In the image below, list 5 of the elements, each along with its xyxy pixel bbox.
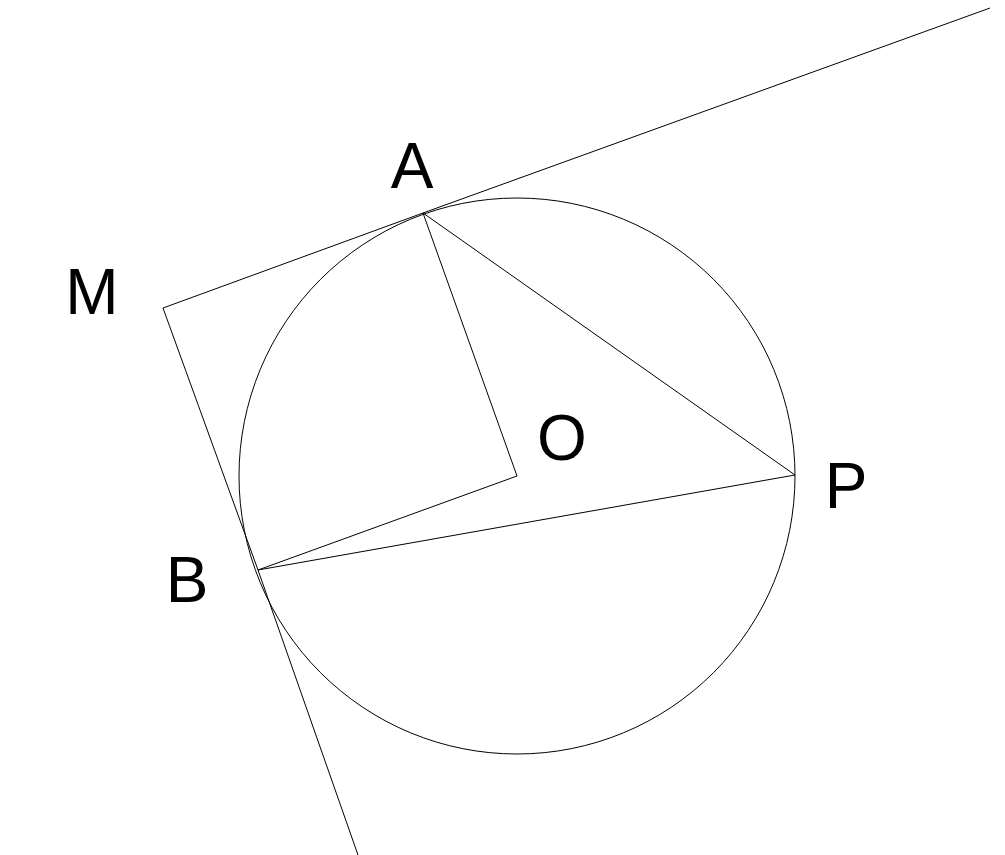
point-label: P bbox=[824, 454, 868, 518]
point-label: O bbox=[537, 406, 587, 470]
point-label: A bbox=[390, 134, 434, 198]
point-label: M bbox=[65, 260, 119, 324]
point-label: B bbox=[165, 548, 209, 612]
